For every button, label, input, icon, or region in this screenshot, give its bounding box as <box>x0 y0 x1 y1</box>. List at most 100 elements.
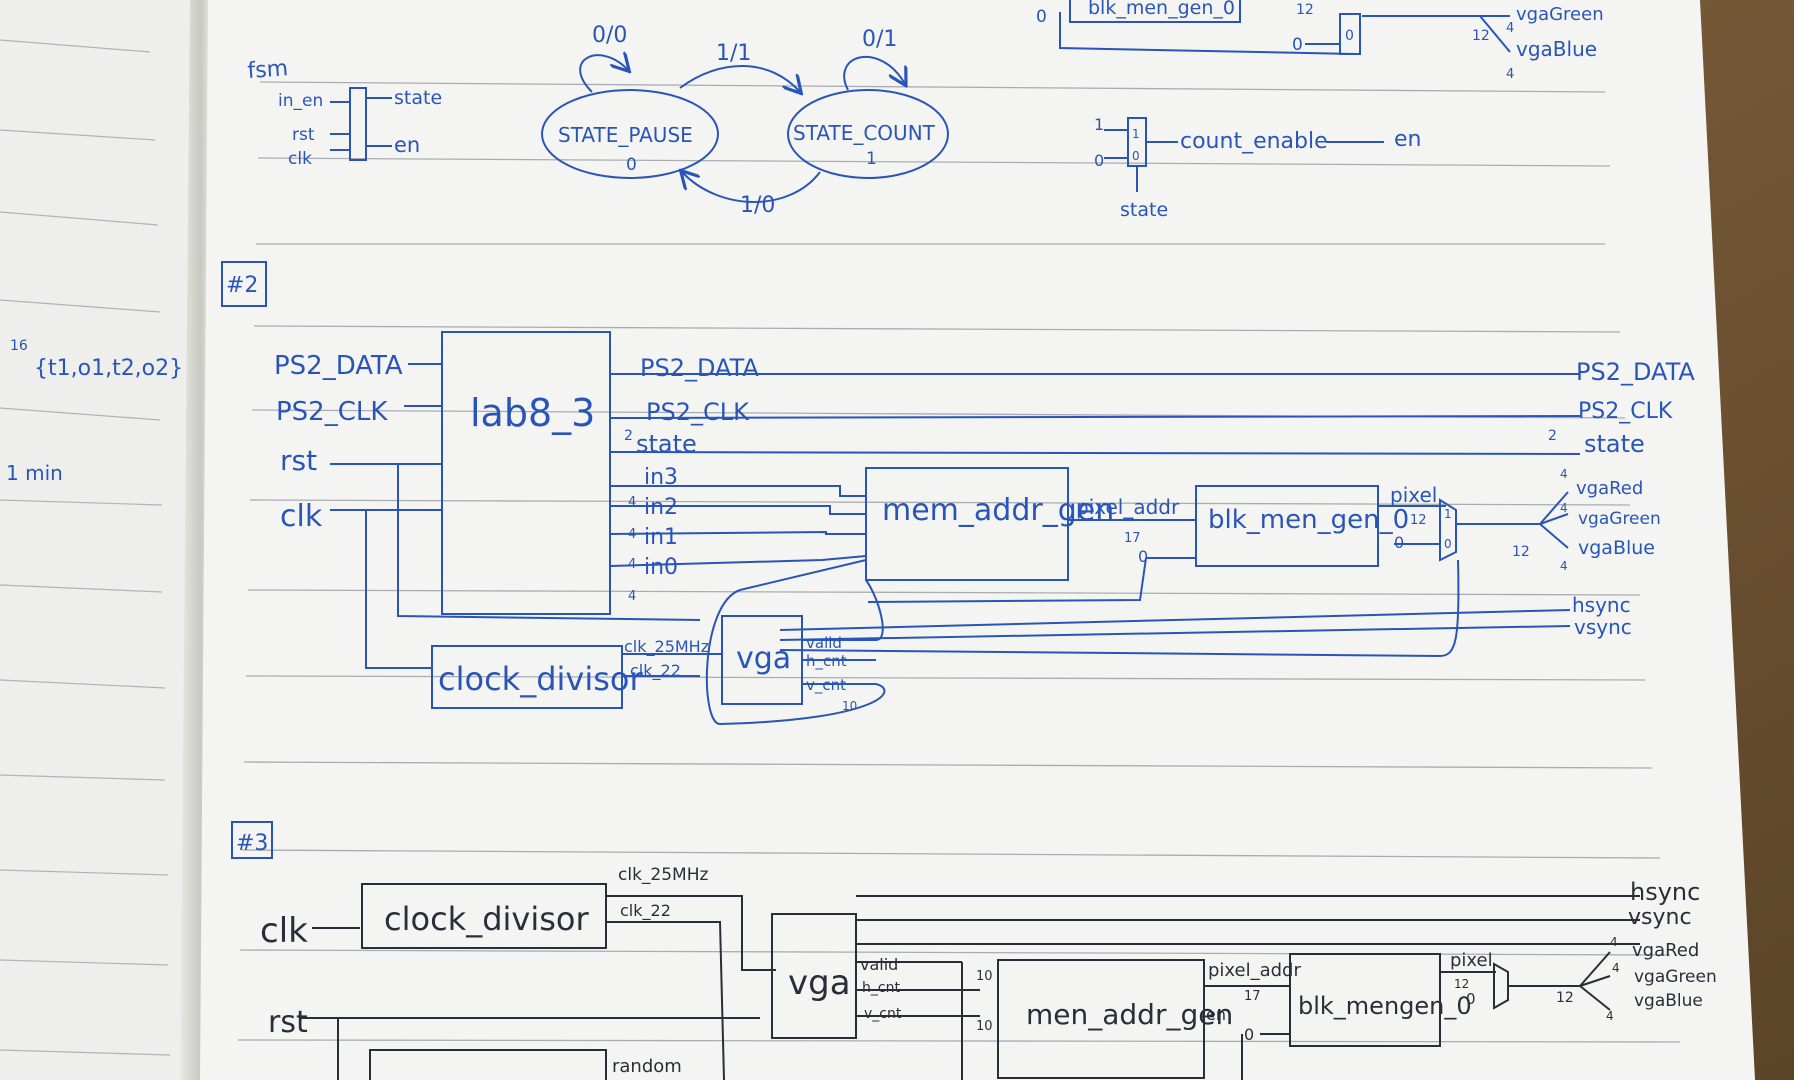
s3-clk: clk <box>260 911 308 951</box>
s3-vga-valid: valid <box>860 955 898 974</box>
s3-vga-vcnt: v_cnt <box>864 1006 902 1022</box>
s2-in1-width: 4 <box>628 557 636 572</box>
lab8-3-block <box>441 331 611 615</box>
s3-pixel-addr: pixel_addr <box>1208 960 1301 981</box>
top-vga-blue: vgaBlue <box>1516 37 1597 61</box>
transition-count-self: 0/1 <box>862 27 897 52</box>
transition-pause-self: 0/0 <box>592 23 627 48</box>
enable-mux-label1: 1 <box>1132 127 1140 141</box>
s2-in3: in3 <box>644 465 678 490</box>
enable-mux: 1 0 1 0 count_enable en state <box>1094 115 1421 221</box>
s2-rgb-w3: 4 <box>1560 559 1568 573</box>
state-pause-name: STATE_PAUSE <box>558 123 693 147</box>
s3-pixel-addr-width: 17 <box>1244 989 1261 1004</box>
s3-zero-b: 0 <box>1466 990 1476 1008</box>
s2-vga-vcnt: v_cnt <box>806 676 846 695</box>
s3-vga-label: vga <box>788 963 851 1003</box>
s2-blk-mem-label: blk_men_gen_0 <box>1208 505 1409 535</box>
s2-in-clk: clk <box>280 499 323 534</box>
s2-out-state: state <box>1584 430 1645 458</box>
left-margin-notes: 16 {t1,o1,t2,o2} 1 min <box>6 338 183 485</box>
s2-rgb-w1: 4 <box>1560 467 1568 481</box>
s3-blk-mem <box>1289 953 1441 1047</box>
s2-zero-a: 0 <box>1138 547 1148 566</box>
s2-clk-22: clk_22 <box>630 661 681 681</box>
s2-out-vsync: vsync <box>1574 615 1632 639</box>
enable-mux-label0: 0 <box>1132 149 1140 163</box>
left-ruled-lines <box>0 39 171 1056</box>
s2-blk-mem <box>1195 485 1379 567</box>
s3-vga-hcnt: h_cnt <box>862 980 900 996</box>
s2-pixel-addr: pixel_addr <box>1076 495 1180 519</box>
s2-out-state-lbl: state <box>636 430 697 458</box>
s2-in3-width: 4 <box>628 495 636 510</box>
section-3-diagram: #3 clk rst clock_divisor c <box>231 821 1717 1080</box>
s3-rst: rst <box>268 1005 308 1040</box>
margin-expression: {t1,o1,t2,o2} <box>34 356 183 381</box>
s2-mux-1: 1 <box>1444 507 1452 521</box>
s2-vga-valid: valid <box>806 634 842 652</box>
s3-random-block <box>369 1049 607 1080</box>
fsm-title: fsm <box>247 56 289 84</box>
s2-clk-25: clk_25MHz <box>624 637 709 657</box>
top-n12b: 12 <box>1472 28 1490 44</box>
s3-out-vga-green: vgaGreen <box>1634 967 1717 987</box>
state-count-name: STATE_COUNT <box>793 121 936 145</box>
s3-random: random <box>612 1056 682 1077</box>
s3-clock-divisor <box>361 883 607 949</box>
lab8-3-label: lab8_3 <box>470 391 595 435</box>
transition-pause-to-count: 1/1 <box>716 41 751 66</box>
s3-out-vga-red: vgaRed <box>1632 940 1699 961</box>
top-blk-mem-label: blk_men_gen_0 <box>1088 0 1235 19</box>
s3-clk-25: clk_25MHz <box>618 865 708 885</box>
s3-blk-mem-label: blk_mengen_0 <box>1298 992 1472 1020</box>
top-vga-green: vgaGreen <box>1516 4 1604 25</box>
s2-in0-width: 4 <box>628 589 636 604</box>
s2-mux-0: 0 <box>1444 537 1452 551</box>
s2-mem-addr-label: mem_addr_gen <box>882 493 1114 528</box>
s3-pixel: pixel <box>1450 950 1493 971</box>
s2-pixel: pixel <box>1390 483 1437 507</box>
enable-mux-in0: 0 <box>1094 151 1104 170</box>
state-diagram <box>541 55 949 203</box>
s3-vga <box>771 913 857 1039</box>
state-pause-bubble <box>541 89 719 179</box>
s3-width-10a: 10 <box>976 969 993 984</box>
margin-note: 1 min <box>6 461 63 485</box>
top-mux <box>1339 13 1361 55</box>
fsm-state-out: state <box>394 87 442 109</box>
top-blk-mem-box <box>1069 0 1241 23</box>
top-zero-left: 0 <box>1036 7 1047 27</box>
s3-mem-addr-label: men_addr_gen <box>1026 998 1233 1031</box>
s2-mem-addr-gen <box>865 467 1069 581</box>
s2-out-state-width: 2 <box>1548 428 1557 444</box>
right-page <box>200 0 1755 1080</box>
enable-mux-in1: 1 <box>1094 115 1104 134</box>
enable-mux-select: state <box>1120 199 1168 221</box>
s2-out-vga-blue: vgaBlue <box>1578 537 1655 559</box>
s3-width-10b: 10 <box>976 1019 993 1034</box>
s2-out-ps2-data: PS2_DATA <box>1576 358 1695 386</box>
top-right-partial: blk_men_gen_0 0 0 0 12 12 4 4 vgaGreen v… <box>1036 0 1604 82</box>
fsm-rst: rst <box>292 125 315 145</box>
section-2-tag: #2 <box>226 273 258 298</box>
s2-in1: in1 <box>644 525 678 550</box>
s2-zero-b: 0 <box>1394 533 1404 552</box>
s3-rgb-w1: 4 <box>1610 935 1618 949</box>
s2-out-vga-red: vgaRed <box>1576 478 1643 499</box>
top-n4a: 4 <box>1506 21 1514 36</box>
enable-mux-output: count_enable <box>1180 129 1328 154</box>
s2-rgb-width-in: 12 <box>1512 544 1530 560</box>
margin-exp: 16 <box>10 338 28 354</box>
s2-pixel-width: 12 <box>1410 513 1427 528</box>
s2-in-ps2-clk: PS2_CLK <box>276 397 388 427</box>
section-3-tag-box <box>231 821 273 859</box>
state-pause-code: 0 <box>626 155 637 175</box>
s2-in-rst: rst <box>280 444 317 477</box>
s3-mem-addr-gen <box>997 959 1205 1079</box>
s2-in0: in0 <box>644 555 678 580</box>
s3-pixel-width: 12 <box>1454 977 1469 991</box>
s2-clock-divisor-label: clock_divisor <box>438 660 643 698</box>
s3-out-vsync: vsync <box>1628 905 1692 930</box>
